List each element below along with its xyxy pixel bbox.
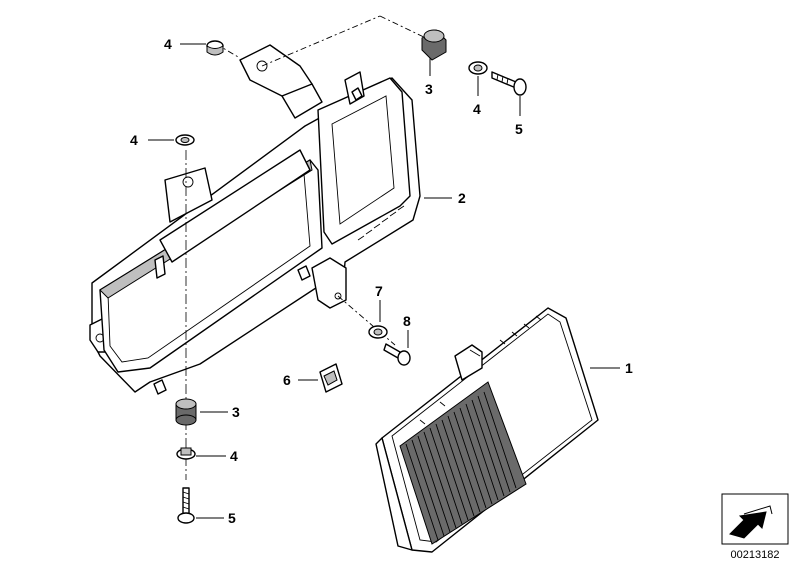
part-2-carrier-frame (89, 44, 421, 395)
part-3-rubber-mount-bottom (175, 398, 197, 426)
part-6-clip-nut (319, 363, 343, 393)
reference-box: 00213182 (721, 493, 789, 561)
callout-4-left: 4 (130, 132, 138, 148)
callout-7: 7 (375, 283, 383, 299)
callout-6: 6 (283, 372, 291, 388)
callout-numbers: 4 3 4 5 4 2 1 3 4 5 6 7 8 (130, 36, 633, 526)
callout-4-top-left: 4 (164, 36, 172, 52)
part-4-washer-bottom (176, 447, 196, 460)
callout-leaders (148, 43, 620, 519)
callout-5-bottom: 5 (228, 510, 236, 526)
part-5-screw-bottom (177, 487, 195, 524)
callout-1: 1 (625, 360, 633, 376)
arrow-pointing-down-left-icon (729, 505, 773, 539)
part-4-washer-top-right (468, 61, 488, 75)
part-7-washer (368, 325, 388, 339)
assembly-center-lines (185, 15, 431, 480)
part-1-filter-element (375, 307, 599, 553)
callout-8: 8 (403, 313, 411, 329)
callout-4-bottom: 4 (230, 448, 238, 464)
part-8-screw (383, 343, 411, 366)
part-5-screw-top-right (491, 71, 527, 96)
callout-3-bottom: 3 (232, 404, 240, 420)
callout-5-top-right: 5 (515, 121, 523, 137)
filter-pleats (405, 391, 517, 541)
callout-4-top-right: 4 (473, 101, 481, 117)
reference-number: 00213182 (731, 549, 780, 561)
part-3-rubber-mount-top (421, 29, 447, 61)
part-4-grommet-top-left (206, 40, 224, 56)
part-4-washer-left (175, 134, 195, 146)
callout-3-top: 3 (425, 81, 433, 97)
callout-2: 2 (458, 190, 466, 206)
